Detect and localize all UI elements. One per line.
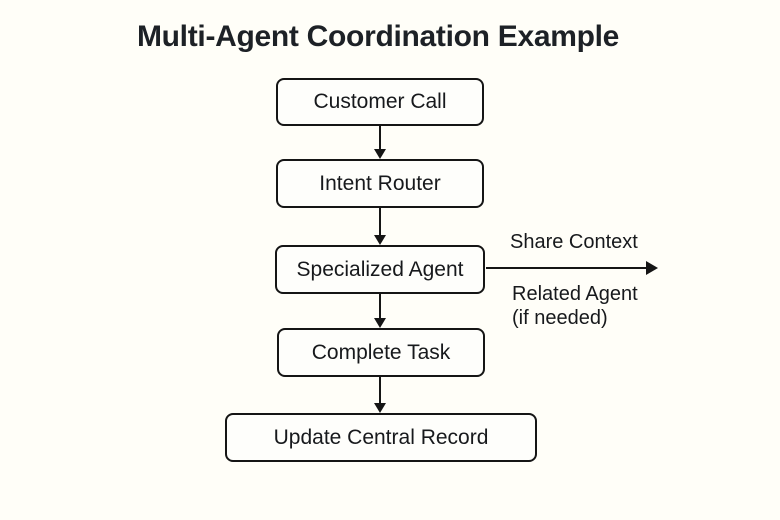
related-agent-label: Related Agent (if needed) [512,282,638,330]
node-customer-call: Customer Call [276,78,484,126]
diagram-title: Multi-Agent Coordination Example [136,20,620,53]
related-agent-label-line1: Related Agent [512,283,638,305]
arrow-specialized-agent-to-complete-task [379,294,381,318]
node-update-central-record: Update Central Record [225,413,537,462]
arrowhead-intent-router-to-specialized-agent-icon [374,235,386,245]
related-agent-label-line2: (if needed) [512,307,608,329]
arrow-customer-call-to-intent-router [379,126,381,150]
arrow-intent-router-to-specialized-agent [379,208,381,235]
arrowhead-complete-task-to-update-central-record-icon [374,403,386,413]
arrowhead-specialized-agent-to-related-agent-icon [646,261,658,275]
arrow-complete-task-to-update-central-record [379,377,381,403]
node-intent-router: Intent Router [276,159,484,208]
node-specialized-agent: Specialized Agent [275,245,485,294]
node-complete-task: Complete Task [277,328,485,377]
arrowhead-specialized-agent-to-complete-task-icon [374,318,386,328]
arrow-specialized-agent-to-related-agent [486,267,646,269]
arrowhead-customer-call-to-intent-router-icon [374,149,386,159]
share-context-label: Share Context [510,231,638,253]
